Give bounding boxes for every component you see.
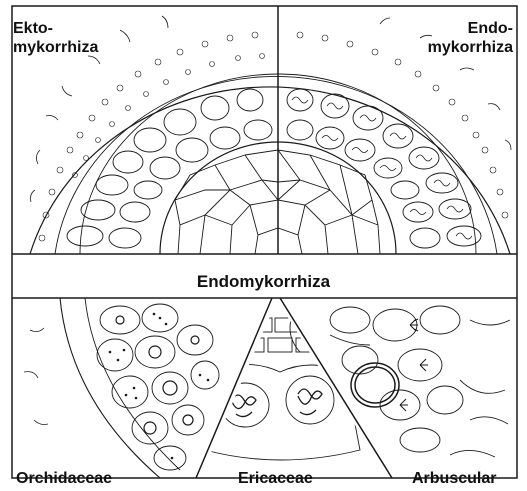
ericaceae-label: Ericaceae [238,469,313,488]
wedge-right-edge [280,298,392,478]
endomykorrhiza-top-label: Endo- mykorrhiza [428,19,513,57]
arbuscular-cells [330,306,463,452]
orchid-pelotons [116,316,199,434]
ektomykorrhiza-label: Ekto- mykorrhiza [13,19,98,57]
cortex-ring-1 [55,76,497,254]
hyphal-mantle [39,32,508,241]
ekto-line-1: Ekto- [13,19,98,38]
ekto-line-2: mykorrhiza [13,38,98,57]
orchid-cells [97,304,219,470]
arbuscular-label: Arbuscular [412,469,496,488]
ericaceae-panel [205,300,360,460]
vesicle [351,363,399,407]
ericaceae-coils [232,389,322,417]
endo-line-2: mykorrhiza [428,38,513,57]
orchidaceae-panel [24,298,219,478]
orchid-hyphae [24,328,48,425]
cortex-cells-left [67,89,272,248]
endo-line-1: Endo- [428,19,513,38]
fungal-coils [292,97,472,239]
root-outline [30,87,510,254]
endomykorrhiza-band-label: Endomykorrhiza [0,272,527,291]
orchidaceae-label: Orchidaceae [16,469,112,488]
orchid-dots [109,313,210,460]
